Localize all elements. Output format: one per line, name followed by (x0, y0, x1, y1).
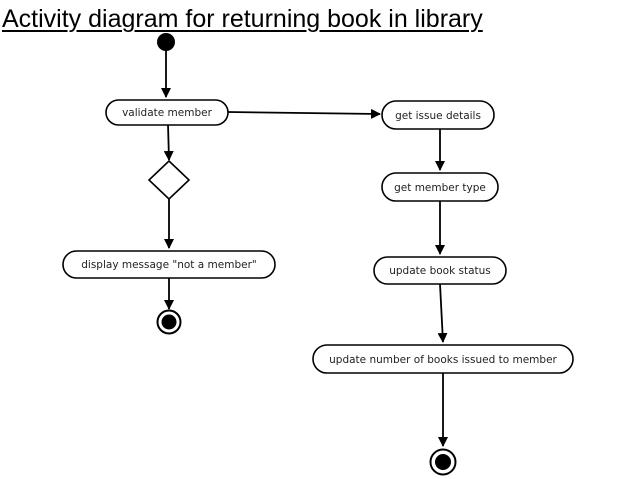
activity-display-message: display message "not a member" (62, 250, 276, 279)
final-node-left (156, 309, 182, 335)
activity-validate-member: validate member (105, 99, 229, 126)
activity-get-member-type: get member type (381, 172, 499, 202)
activity-label: validate member (122, 107, 213, 119)
flow-validate-member-to-decision (163, 123, 174, 161)
final-node-right (429, 448, 457, 476)
slide-title: Activity diagram for returning book in l… (2, 5, 483, 33)
decision-node (147, 159, 191, 201)
flow-update-book-status-to-update-books-issued (437, 283, 448, 343)
activity-label: get member type (394, 182, 486, 194)
initial-node (157, 33, 175, 51)
activity-label: display message "not a member" (81, 259, 256, 271)
activity-label: get issue details (395, 110, 481, 122)
activity-update-book-status: update book status (373, 256, 507, 285)
activity-label: update number of books issued to member (329, 354, 557, 366)
flow-validate-member-to-get-issue-details (227, 108, 381, 119)
activity-update-books-issued: update number of books issued to member (312, 344, 574, 374)
activity-label: update book status (389, 265, 491, 277)
activity-get-issue-details: get issue details (381, 100, 495, 130)
